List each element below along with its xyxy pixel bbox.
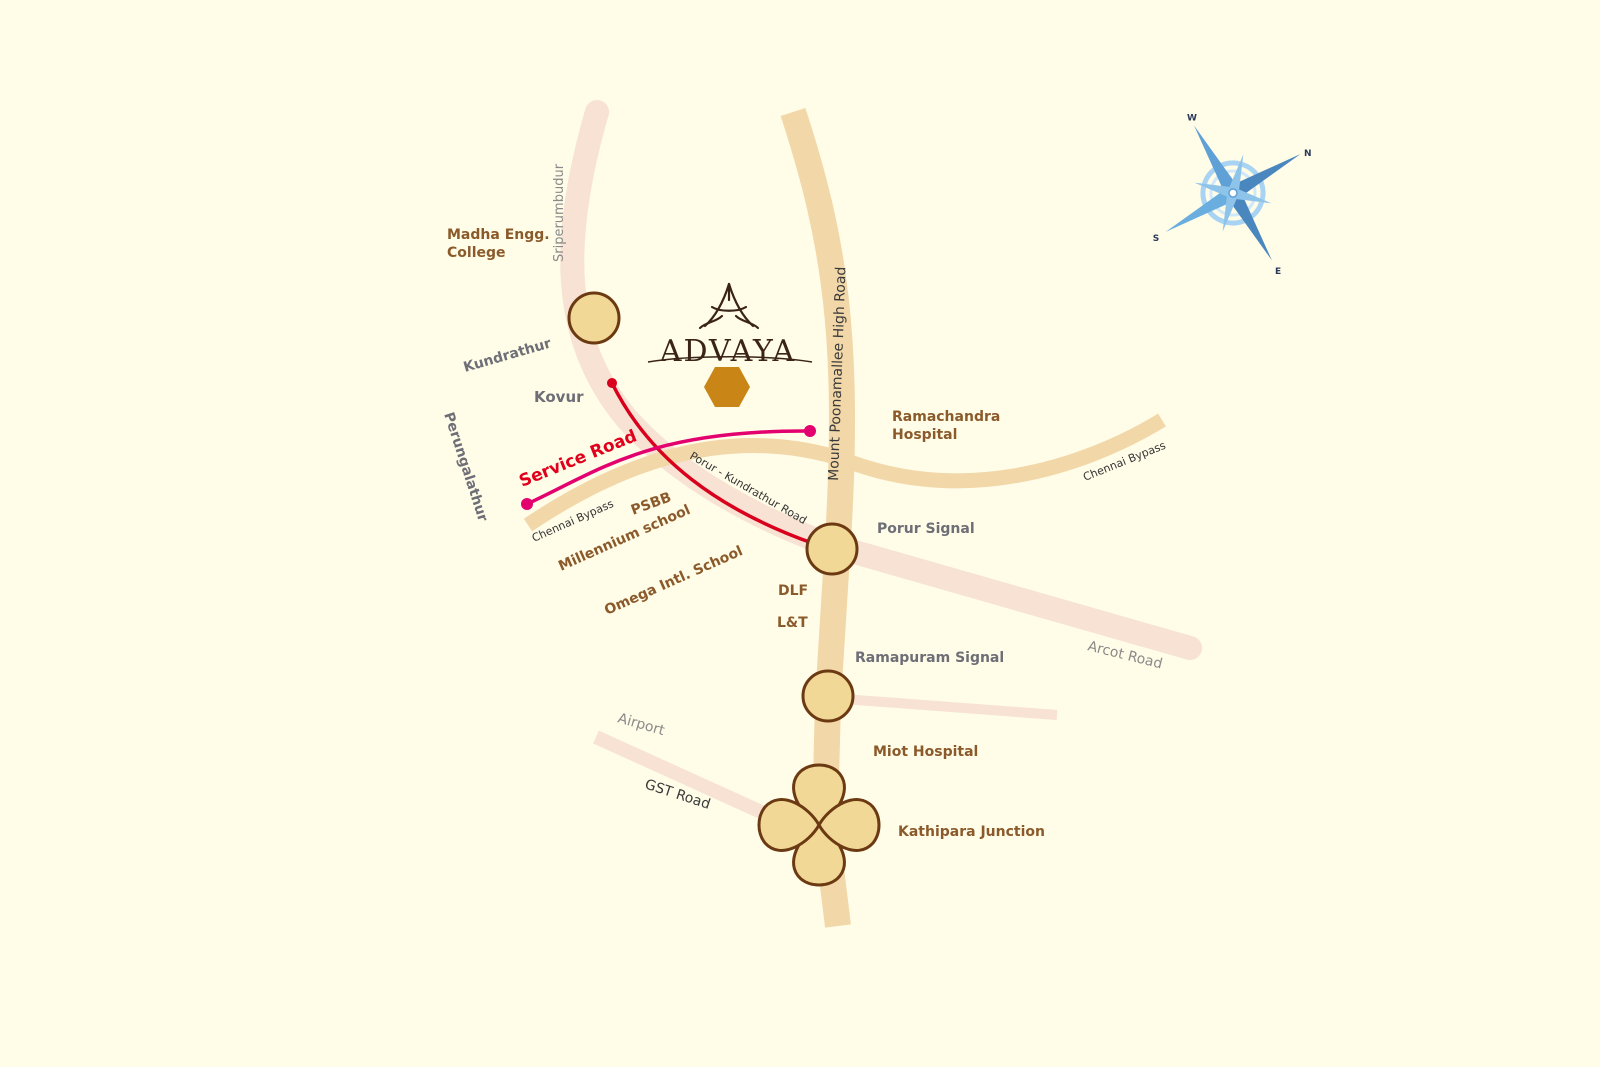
label-kundrathur: Kundrathur: [462, 336, 553, 376]
brand-name: ADVAYA: [659, 334, 796, 369]
label-ramachandra-line1: Ramachandra: [892, 409, 1000, 425]
ramapuram-signal-junction: [801, 669, 855, 723]
gst-road: [593, 730, 793, 832]
label-ramachandra-line2: Hospital: [892, 427, 957, 443]
label-madha-college-line2: College: [447, 245, 506, 261]
service-road-west-end: [521, 498, 533, 510]
label-lt: L&T: [777, 615, 808, 631]
sriperumbudur-arcot-road: [560, 100, 1202, 660]
compass-south: E: [1275, 267, 1281, 277]
compass-north: W: [1187, 113, 1197, 123]
porur-kundrathur-link-end: [607, 378, 617, 388]
compass-west: S: [1153, 234, 1159, 244]
label-kathipara-junction: Kathipara Junction: [898, 824, 1045, 840]
compass-east: N: [1304, 149, 1312, 159]
label-porur-signal: Porur Signal: [877, 521, 975, 537]
label-perungalathur: Perungalathur: [440, 410, 490, 523]
label-ramapuram-signal: Ramapuram Signal: [855, 650, 1004, 666]
label-kovur: Kovur: [534, 388, 584, 406]
porur-kundrathur-link: [610, 382, 813, 545]
service-road-east-end: [804, 425, 816, 437]
label-omega-school: Omega Intl. School: [602, 543, 745, 618]
kathipara-cloverleaf: [757, 763, 881, 887]
ramapuram-side-road: [829, 693, 1058, 720]
advaya-location-marker[interactable]: [704, 367, 750, 407]
label-dlf: DLF: [778, 583, 808, 599]
service-road: [526, 429, 811, 506]
junctions-layer: [567, 291, 881, 887]
label-airport: Airport: [616, 710, 667, 739]
label-mount-poonamallee: Mount Poonamallee High Road: [826, 266, 849, 481]
label-sriperumbudur: Sriperumbudur: [552, 163, 567, 262]
compass-rose-icon: W N E S: [1153, 113, 1312, 277]
label-miot-hospital: Miot Hospital: [873, 744, 978, 760]
label-madha-college-line1: Madha Engg.: [447, 227, 550, 243]
porur-signal-junction: [805, 522, 859, 576]
advaya-logo: ADVAYA: [647, 282, 813, 407]
brand-underline-swash: [647, 356, 813, 363]
advaya-emblem-icon: [698, 282, 760, 330]
kundrathur-junction: [567, 291, 621, 345]
